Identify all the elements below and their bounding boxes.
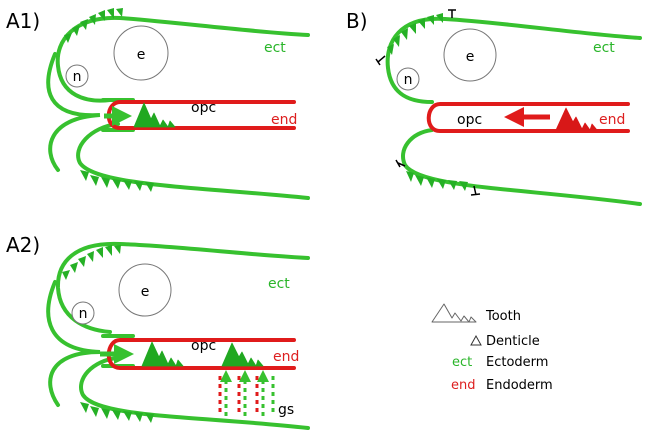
b-opc-label: opc xyxy=(457,112,482,128)
panel-a1-label: A1) xyxy=(6,9,40,33)
b-upper-denticles xyxy=(387,13,443,55)
a2-tooth-posterior-icon xyxy=(221,342,264,367)
a2-upper-ectoderm xyxy=(55,241,310,334)
b-upper-ectoderm xyxy=(385,16,642,104)
b-nostril-label: n xyxy=(404,72,413,88)
b-nostril xyxy=(396,67,420,91)
panel-b-label: B) xyxy=(346,9,368,33)
a1-eye xyxy=(113,25,169,81)
b-lower-ectoderm xyxy=(401,128,642,206)
a2-nostril xyxy=(71,301,95,325)
a2-lower-ectoderm xyxy=(79,356,310,430)
b-endoderm-tube xyxy=(426,102,630,133)
a1-opc-label: opc xyxy=(191,100,216,116)
b-lower-denticles xyxy=(406,171,468,191)
a1-lower-denticles xyxy=(80,170,154,192)
a2-nostril-label: n xyxy=(79,306,88,322)
legend-ectoderm-label: Ectoderm xyxy=(486,355,548,370)
b-tick-marks xyxy=(375,9,481,196)
a2-ectoderm-label: ect xyxy=(268,276,290,292)
a1-tooth-icon xyxy=(133,102,176,128)
legend-tooth-label: Tooth xyxy=(485,309,521,324)
legend: Tooth Denticle ect Ectoderm end Endoderm xyxy=(431,303,553,393)
legend-denticle-label: Denticle xyxy=(486,334,540,349)
panel-b: B) xyxy=(346,9,642,206)
a1-eye-label: e xyxy=(137,47,146,63)
a2-upper-denticles xyxy=(62,245,121,280)
a1-nostril xyxy=(65,64,89,88)
a2-eye xyxy=(118,263,172,317)
panel-a1: A1) xyxy=(6,8,310,200)
b-endoderm-label: end xyxy=(599,112,625,128)
a2-lower-denticles xyxy=(80,402,154,423)
legend-ectoderm-abbr: ect xyxy=(452,355,472,370)
a1-upper-ectoderm xyxy=(55,15,310,103)
a1-lower-ectoderm xyxy=(76,122,310,200)
legend-endoderm-abbr: end xyxy=(451,378,476,393)
a2-opc-label: opc xyxy=(191,338,216,354)
a1-mouth-ectoderm xyxy=(46,52,101,172)
a2-eye-label: e xyxy=(141,284,150,300)
a1-endoderm-label: end xyxy=(271,112,297,128)
a1-nostril-label: n xyxy=(73,69,82,85)
b-tooth-icon xyxy=(555,107,598,131)
a2-gill-slits xyxy=(218,370,275,416)
a1-ectoderm-label: ect xyxy=(264,40,286,56)
b-eye-label: e xyxy=(466,49,475,65)
a2-tooth-anterior-icon xyxy=(141,341,184,367)
legend-tooth-icon xyxy=(431,303,477,323)
a2-mouth-ectoderm xyxy=(46,280,101,407)
a1-upper-denticles xyxy=(64,8,123,43)
b-eye xyxy=(443,28,497,82)
panel-a2: A2) xyxy=(6,233,310,430)
legend-endoderm-label: Endoderm xyxy=(486,378,553,393)
legend-denticle-icon xyxy=(470,334,482,346)
b-ectoderm-label: ect xyxy=(593,40,615,56)
a2-endoderm-label: end xyxy=(273,349,299,365)
panel-a2-label: A2) xyxy=(6,233,40,257)
a2-gill-slits-label: gs xyxy=(278,402,294,418)
